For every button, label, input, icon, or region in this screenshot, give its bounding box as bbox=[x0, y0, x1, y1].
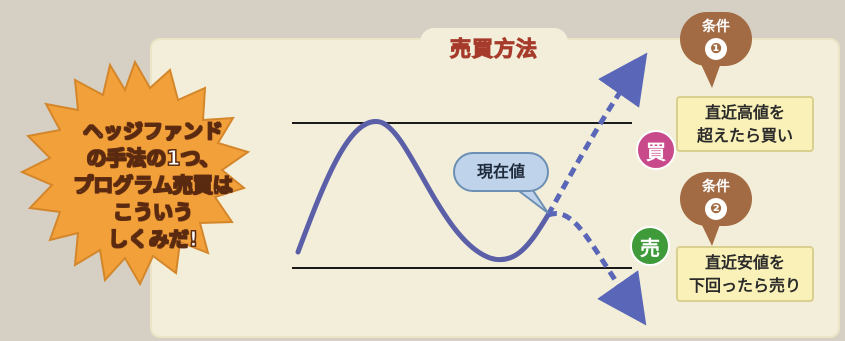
buy-path-arrow bbox=[545, 52, 648, 217]
title: 売買方法 bbox=[450, 37, 538, 62]
condition-2-box: 直近安値を 下回ったら売り bbox=[676, 246, 814, 302]
condition-1-label: 条件 bbox=[702, 19, 730, 35]
condition-1-text-2: 超えたら買い bbox=[696, 126, 793, 145]
headline-line-5: しくみだ! bbox=[108, 227, 199, 252]
condition-2-text-2: 下回ったら売り bbox=[688, 276, 801, 295]
sell-path-arrow bbox=[547, 211, 647, 326]
headline-burst bbox=[19, 59, 251, 287]
headline-line-4: こういう bbox=[113, 200, 194, 225]
headline-line-1: ヘッジファンド bbox=[83, 119, 224, 144]
current-price-bubble: 現在値 bbox=[453, 152, 549, 192]
condition-1-tail bbox=[700, 60, 722, 88]
headline-line-3: プログラム売買は bbox=[73, 173, 233, 198]
price-curve bbox=[295, 119, 551, 263]
buy-badge: 買 bbox=[636, 130, 676, 170]
condition-2-number: ❷ bbox=[705, 198, 727, 220]
condition-1-box: 直近高値を 超えたら買い bbox=[676, 96, 814, 152]
headline-text: ヘッジファンド の手法の1つ、 プログラム売買は こういう しくみだ! bbox=[28, 118, 278, 253]
title-tab: 売買方法 bbox=[420, 28, 568, 68]
condition-1-bubble: 条件 ❶ bbox=[680, 12, 752, 66]
headline-line-2: の手法の1つ、 bbox=[86, 146, 220, 171]
condition-1-text-1: 直近高値を bbox=[704, 103, 785, 122]
condition-1-number: ❶ bbox=[705, 38, 727, 60]
condition-2-label: 条件 bbox=[702, 179, 730, 195]
condition-2-text-1: 直近安値を bbox=[704, 253, 785, 272]
condition-2-bubble: 条件 ❷ bbox=[680, 172, 752, 226]
sell-badge: 売 bbox=[630, 226, 670, 266]
